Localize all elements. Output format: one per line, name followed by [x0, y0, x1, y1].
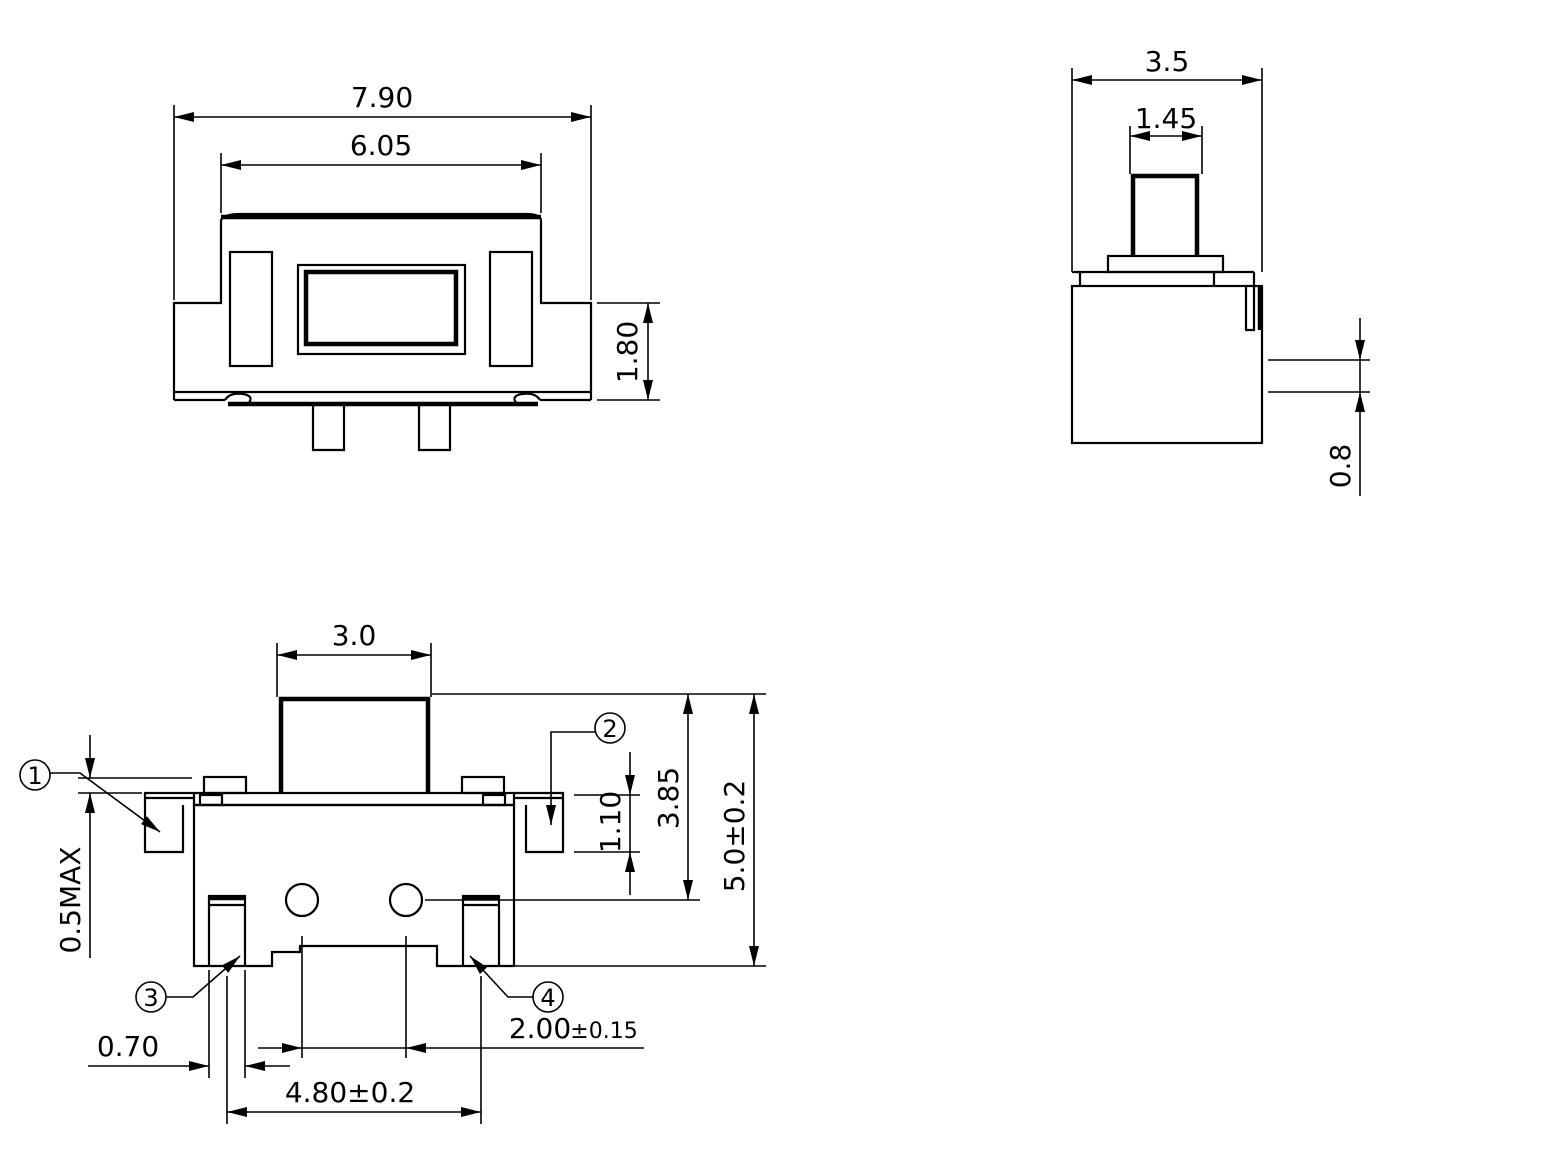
front-overall-width-label: 7.90: [351, 81, 413, 114]
callout-1-number: 1: [27, 762, 42, 790]
callout-2: 2: [546, 712, 626, 825]
callout-4: 4: [469, 955, 564, 1013]
front-view: 7.90 6.05 1.80: [172, 81, 660, 452]
top-pin-pitch-tolerance-label: ±0.15: [570, 1019, 637, 1044]
callout-3: 3: [135, 955, 241, 1013]
callout-3-number: 3: [143, 984, 158, 1012]
front-height-label: 1.80: [611, 321, 644, 383]
top-pad-width-label: 0.70: [97, 1030, 159, 1063]
top-overall-height-label: 5.0±0.2: [718, 780, 751, 893]
callout-2-number: 2: [602, 715, 617, 743]
top-standoff-label: 0.5MAX: [54, 846, 87, 953]
side-terminal-label: 0.8: [1324, 444, 1357, 489]
top-pad-span-label: 4.80±0.2: [285, 1076, 415, 1109]
top-view: 3.0 1.10 3.85 5.0±0.2 0.5MAX 0.70: [19, 619, 766, 1124]
side-view: 3.5 1.45 0.8: [1070, 45, 1370, 496]
side-overall-width-label: 3.5: [1145, 45, 1190, 78]
top-pin-pitch-label: 2.00: [509, 1012, 571, 1045]
side-actuator-width-label: 1.45: [1135, 102, 1197, 135]
callout-4-number: 4: [540, 984, 555, 1012]
top-body-height-label: 3.85: [652, 767, 685, 829]
top-actuator-width-label: 3.0: [332, 619, 377, 652]
callout-1: 1: [19, 759, 161, 833]
front-body-width-label: 6.05: [350, 129, 412, 162]
top-mount-height-label: 1.10: [594, 791, 627, 853]
